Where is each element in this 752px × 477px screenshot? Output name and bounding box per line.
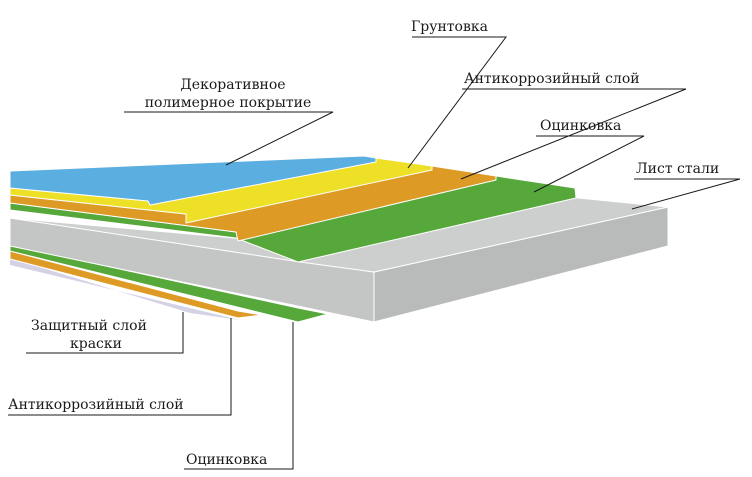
label-protective-line1: Защитный слой (31, 318, 147, 334)
label-zinc-bottom: Оцинковка (186, 452, 267, 468)
label-protective-line2: краски (70, 336, 122, 352)
leader-zinc-top (533, 135, 645, 193)
leader-primer (407, 36, 507, 169)
label-primer: Грунтовка (411, 19, 488, 35)
leader-zinc-bottom (184, 322, 294, 470)
leader-anticorrosion-top (460, 88, 687, 180)
layer-bottom-zinc (9, 244, 329, 323)
leader-steel (631, 178, 741, 210)
layer-bottom-anticorrosion (9, 250, 263, 319)
label-zinc-top: Оцинковка (540, 118, 621, 134)
leader-anticorrosion-bottom (8, 318, 232, 416)
leader-polymer (124, 111, 334, 166)
label-anticorrosion-top: Антикоррозийный слой (464, 71, 640, 87)
layer-polymer-coating (9, 155, 377, 206)
label-polymer-line2: полимерное покрытие (145, 95, 312, 111)
leader-protective-paint (26, 312, 184, 354)
label-steel: Лист стали (636, 161, 719, 177)
label-anticorrosion-bottom: Антикоррозийный слой (8, 397, 184, 413)
label-polymer-line1: Декоративное (180, 77, 285, 93)
